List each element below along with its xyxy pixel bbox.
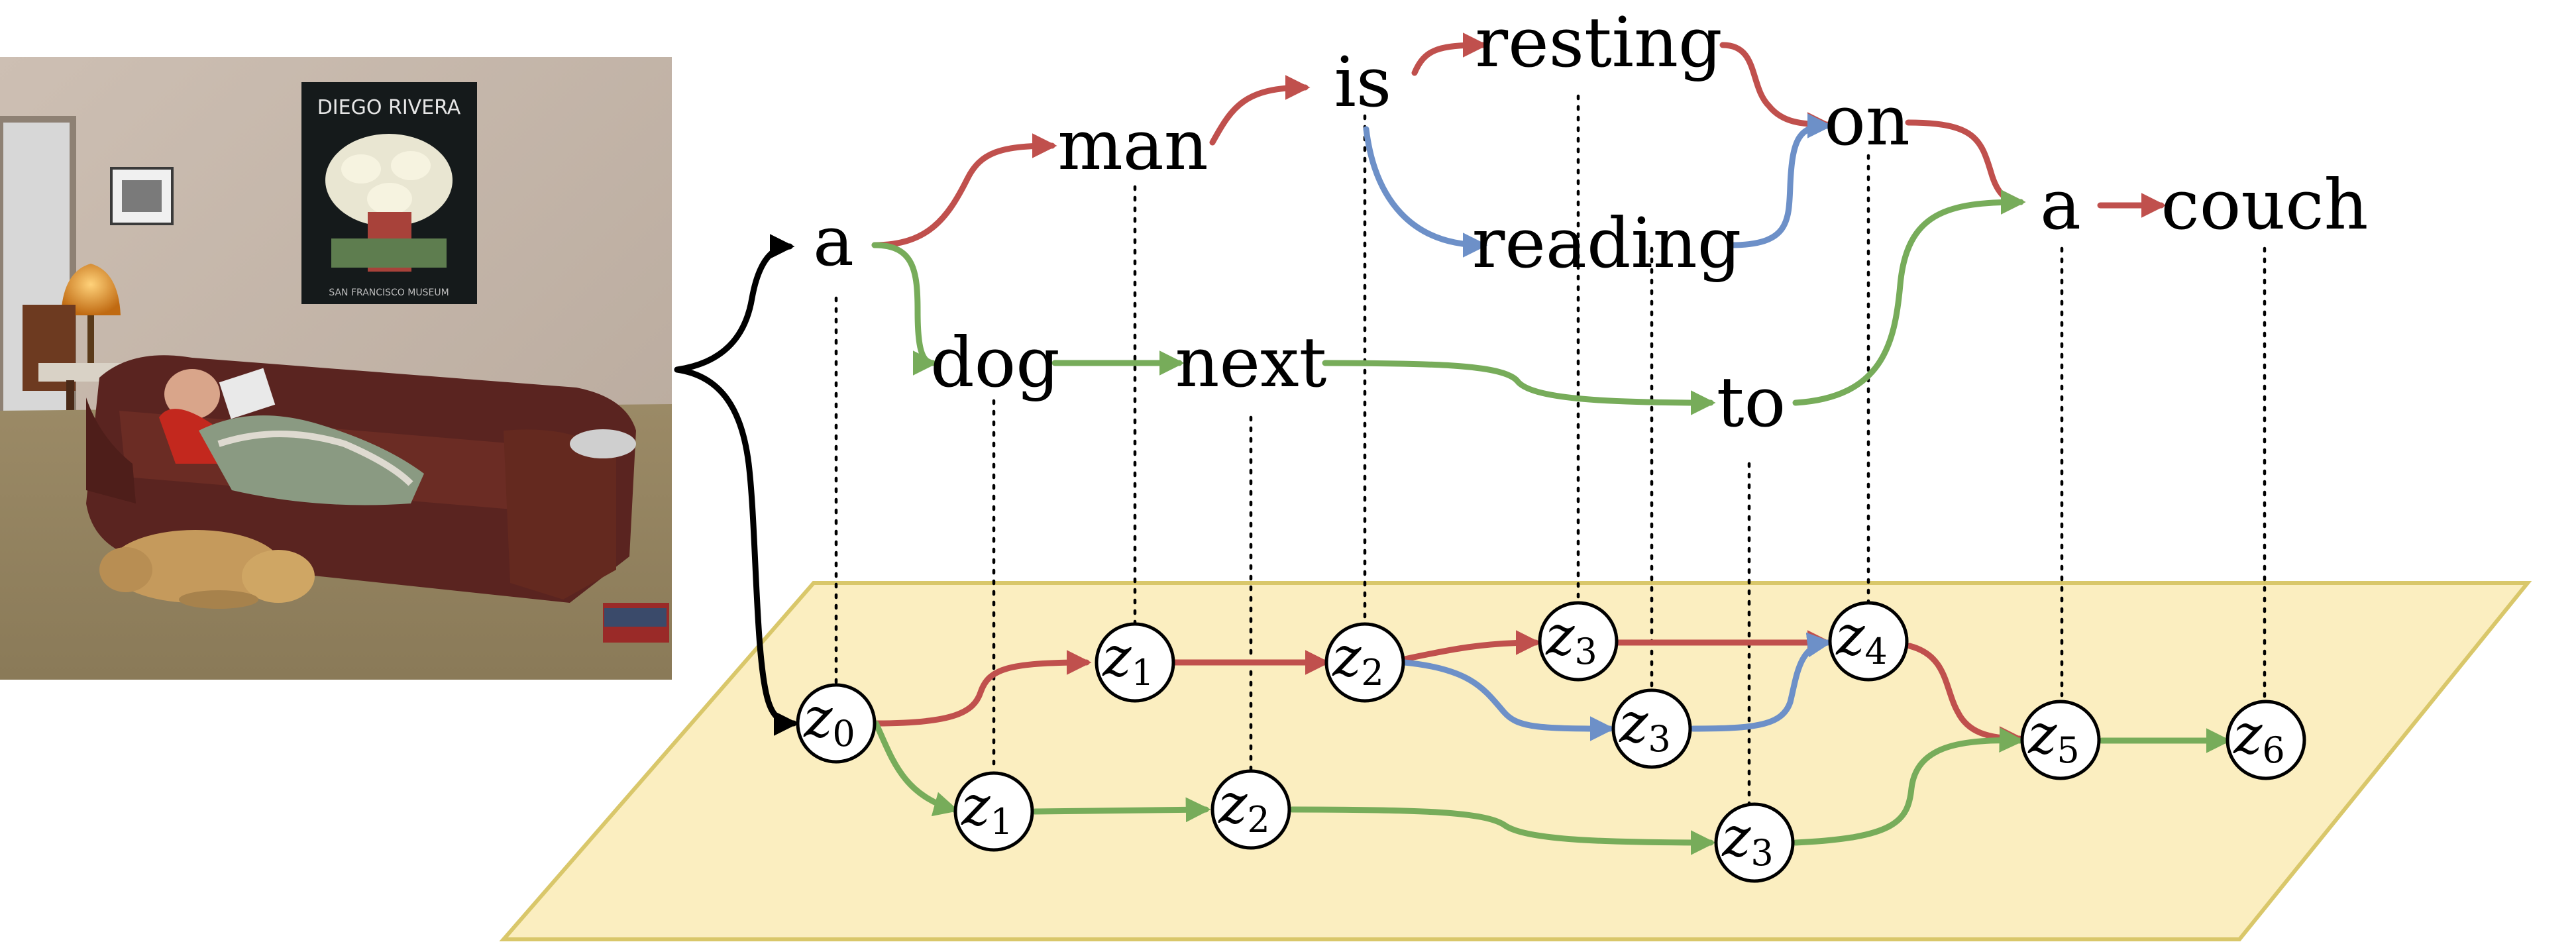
lamp-shade: [61, 264, 121, 315]
latent-node-circle: [2020, 700, 2101, 780]
latent-plane: [499, 581, 2532, 941]
latent-node-circle: [1538, 601, 1619, 682]
latent-node-z1-bottom: z1: [953, 771, 1034, 852]
edge-is-resting: [1411, 32, 1488, 76]
dog-head: [242, 550, 315, 603]
latent-node-label: z3: [1619, 692, 1671, 760]
latent-node-label: z3: [1545, 605, 1597, 672]
poster-ground: [331, 238, 447, 268]
latent-edge-z1b-z2b: [1032, 797, 1211, 823]
dog-legs: [179, 590, 258, 609]
dog: [99, 530, 315, 609]
word-resting: resting: [1475, 2, 1722, 83]
image-branch-arrows: [674, 234, 799, 736]
latent-node-label: z0: [803, 687, 855, 755]
latent-node-label: z2: [1332, 626, 1384, 694]
word-is: is: [1334, 42, 1392, 123]
couch-arm: [504, 429, 616, 600]
word-to: to: [1717, 362, 1786, 443]
edge-is-reading: [1363, 126, 1488, 258]
dotted-connectors: [834, 94, 2267, 810]
person-head: [164, 369, 220, 419]
latent-node-z2-bottom: z2: [1210, 769, 1291, 850]
latent-edge-z4-z5: [1906, 643, 2025, 751]
word-couch: couch: [2161, 164, 2368, 245]
latent-node-circle: [1828, 601, 1909, 682]
latent-edge-z2b-z3b: [1289, 806, 1716, 855]
latent-node-z3-top: z3: [1538, 601, 1619, 682]
latent-node-z3-mid: z3: [1611, 688, 1692, 769]
dog-body: [109, 530, 282, 603]
arrow-to-caption: [674, 234, 795, 373]
small-picture: [122, 180, 162, 212]
latent-edges: [873, 630, 2231, 855]
poster-title: DIEGO RIVERA: [317, 96, 461, 119]
latent-edge-z3mid-z4: [1690, 632, 1833, 732]
caption-words: a man is resting reading on a couch dog …: [813, 2, 2369, 443]
edge-reading-on: [1727, 113, 1833, 248]
latent-edge-z2-z3: [1401, 630, 1541, 662]
latent-node-label: z5: [2027, 704, 2080, 771]
photo: DIEGO RIVERA SAN FRANCISCO MUSEUM: [0, 57, 672, 680]
latent-node-z2-top: z2: [1324, 622, 1405, 703]
word-man: man: [1057, 105, 1208, 185]
poster-caption: SAN FRANCISCO MUSEUM: [329, 288, 449, 298]
latent-node-label: z4: [1835, 605, 1888, 672]
word-a-second: a: [2040, 164, 2081, 245]
word-reading: reading: [1472, 203, 1742, 284]
edge-next-to: [1322, 360, 1716, 415]
latent-node-label: z3: [1721, 806, 1774, 874]
latent-node-circle: [1611, 688, 1692, 769]
latent-edge-z2-z3mid: [1401, 659, 1615, 741]
couch-arm-left: [86, 397, 136, 503]
latent-node-z6: z6: [2226, 700, 2306, 780]
edge-on-a: [1905, 119, 2026, 215]
latent-node-z1-top: z1: [1095, 622, 1175, 703]
latent-node-circle: [953, 771, 1034, 852]
word-on: on: [1824, 80, 1910, 161]
dog-rump: [99, 547, 152, 592]
caption-edges: [871, 32, 2167, 415]
edge-man-is: [1209, 75, 1311, 146]
latent-node-label: z1: [961, 775, 1013, 843]
latent-node-z4: z4: [1828, 601, 1909, 682]
lamp: [61, 264, 121, 368]
latent-node-circle: [1095, 622, 1175, 703]
latent-node-z0: z0: [796, 683, 877, 764]
latent-edge-z3b-z5: [1792, 727, 2025, 846]
edge-to-a: [1792, 189, 2026, 406]
box-label: [604, 608, 667, 627]
lily-2: [391, 151, 431, 180]
word-next: next: [1175, 322, 1327, 403]
pillow: [570, 429, 636, 458]
poster: DIEGO RIVERA SAN FRANCISCO MUSEUM: [301, 82, 477, 304]
word-dog: dog: [930, 322, 1060, 403]
arrow-to-latents: [674, 366, 799, 736]
latent-node-label: z1: [1102, 626, 1154, 694]
latent-node-circle: [796, 683, 877, 764]
edge-resting-on: [1719, 42, 1833, 137]
latent-edge-z0-z1b: [873, 720, 959, 817]
latent-node-z5: z5: [2020, 700, 2101, 780]
latent-node-label: z2: [1218, 773, 1270, 841]
lamp-stem: [87, 315, 94, 368]
blanket-pattern: [217, 431, 413, 486]
person-shirt: [159, 409, 225, 464]
lily-1: [341, 154, 381, 183]
edge-a-dog: [871, 242, 938, 376]
latent-node-circle: [1210, 769, 1291, 850]
word-a-first: a: [813, 201, 854, 282]
latent-node-circle: [1714, 802, 1795, 883]
edge-a-man: [871, 133, 1057, 248]
latent-nodes: z0 z1 z2 z3 z3 z4 z5 z6 z1 z2 z3: [796, 601, 2306, 883]
latent-node-z3-bottom: z3: [1714, 802, 1795, 883]
latent-node-circle: [2226, 700, 2306, 780]
latent-node-circle: [1324, 622, 1405, 703]
magazine: [219, 368, 276, 419]
latent-node-label: z6: [2233, 704, 2285, 771]
latent-edge-z0-z1: [873, 650, 1092, 727]
lily-3: [367, 183, 412, 215]
